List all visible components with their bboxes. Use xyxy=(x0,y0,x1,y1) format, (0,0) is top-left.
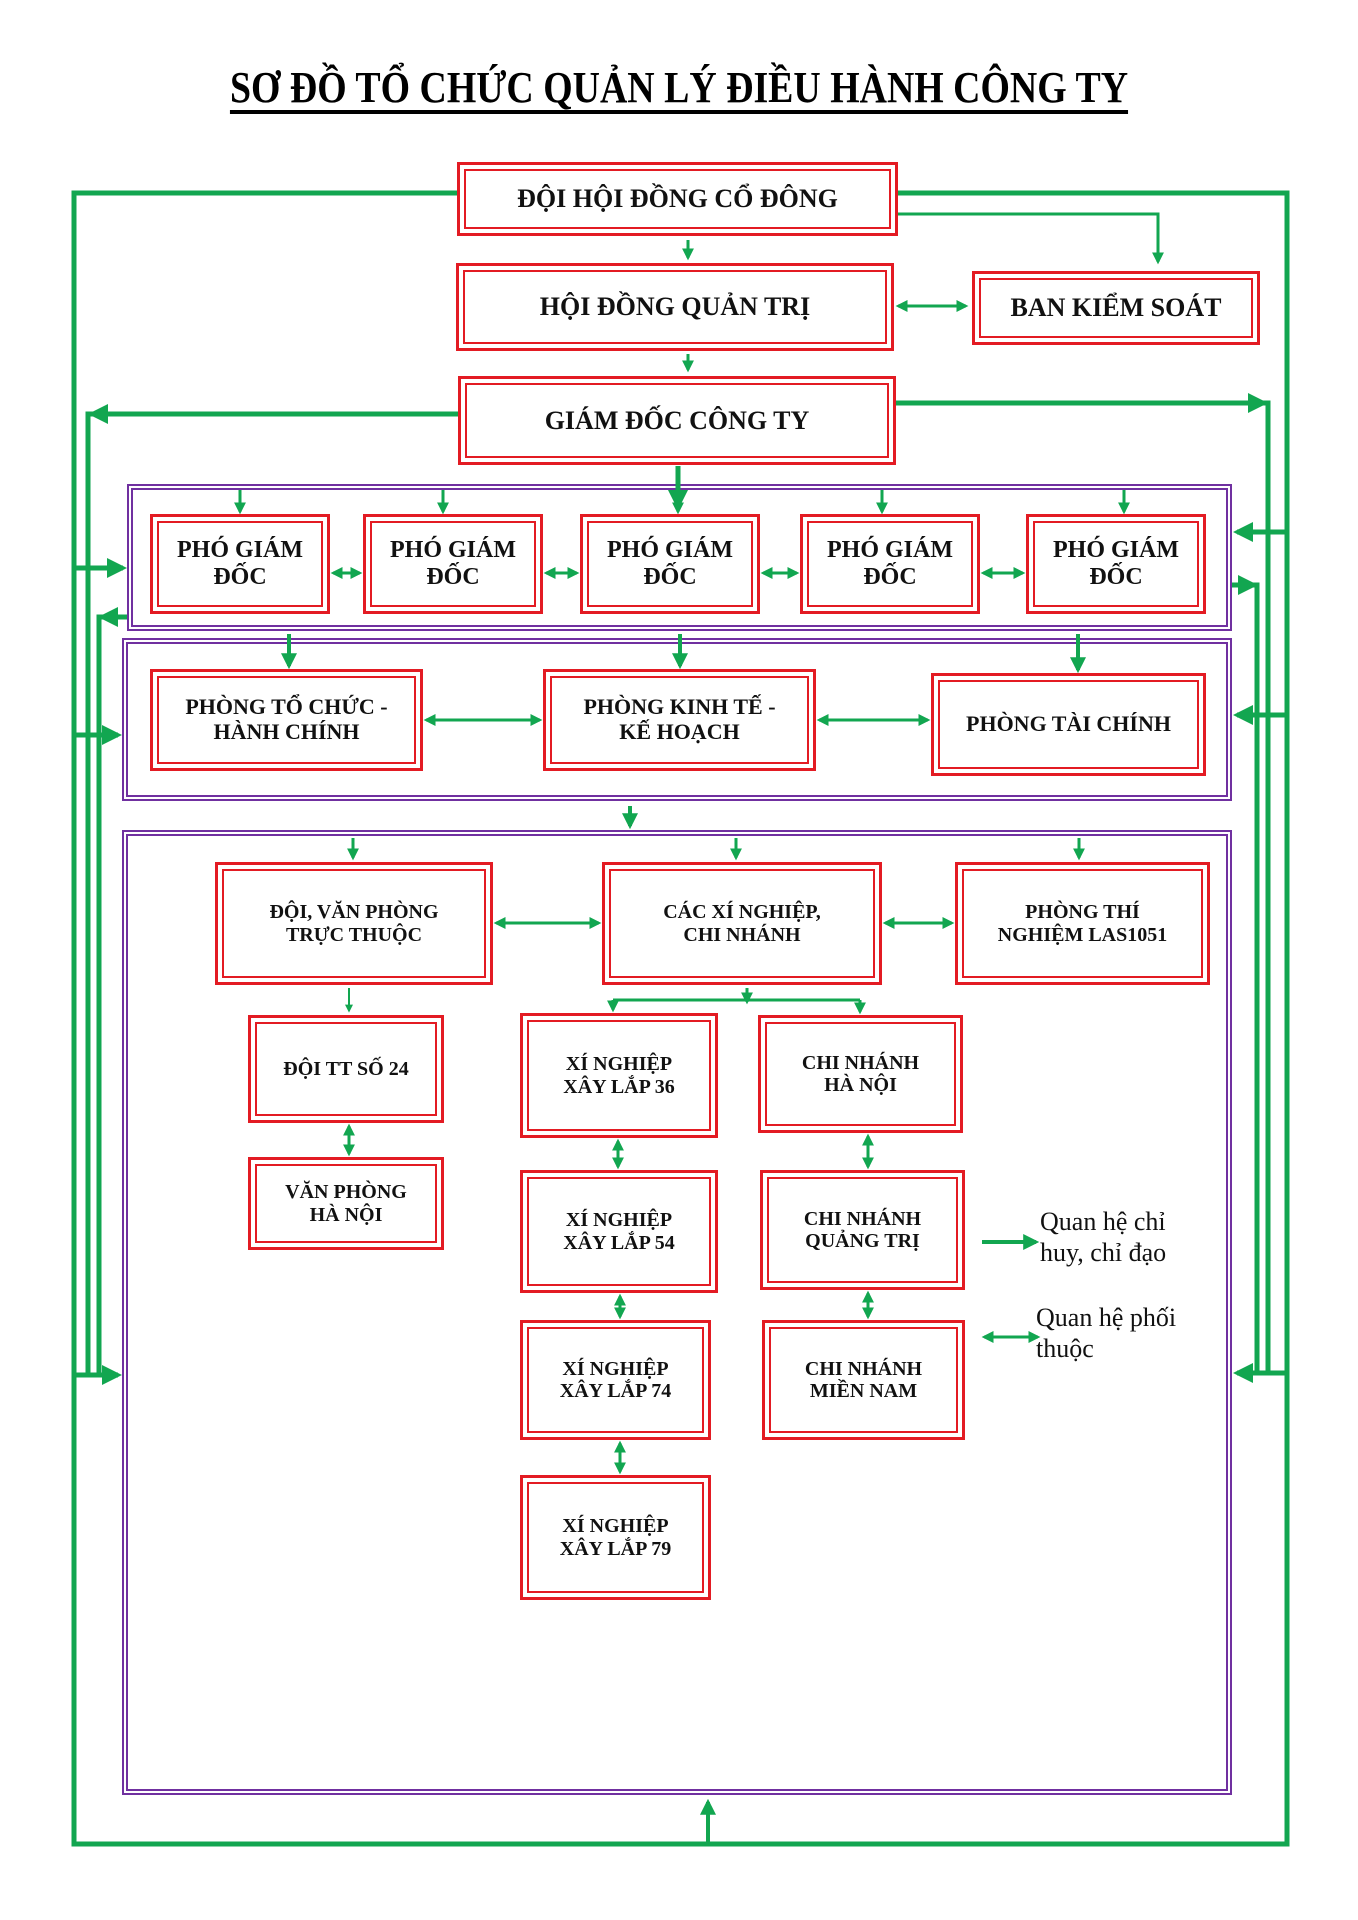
chart-title: SƠ ĐỒ TỔ CHỨC QUẢN LÝ ĐIỀU HÀNH CÔNG TY xyxy=(95,62,1263,113)
director-label: GIÁM ĐỐC CÔNG TY xyxy=(544,405,810,435)
lab-label: PHÒNG THÍ NGHIỆM LAS1051 xyxy=(997,901,1168,946)
deputy-director-box: PHÓ GIÁM ĐỐC xyxy=(150,514,330,614)
branch-box: CHI NHÁNH HÀ NỘI xyxy=(758,1015,963,1133)
dept-economics-planning-box: PHÒNG KINH TẾ - KẾ HOẠCH xyxy=(543,669,816,771)
deputy-director-box: PHÓ GIÁM ĐỐC xyxy=(580,514,760,614)
arrow-meeting-to-supervisory xyxy=(898,212,1164,265)
lab-box: PHÒNG THÍ NGHIỆM LAS1051 xyxy=(955,862,1210,985)
team-24-box: ĐỘI TT SỐ 24 xyxy=(248,1015,444,1123)
board-box: HỘI ĐỒNG QUẢN TRỊ xyxy=(456,263,894,351)
supervisory-label: BAN KIỂM SOÁT xyxy=(1010,293,1222,323)
enterprises-branches-label: CÁC XÍ NGHIỆP, CHI NHÁNH xyxy=(663,901,821,946)
deputy-director-label: PHÓ GIÁM ĐỐC xyxy=(607,537,733,590)
deputy-director-box: PHÓ GIÁM ĐỐC xyxy=(800,514,980,614)
board-label: HỘI ĐỒNG QUẢN TRỊ xyxy=(539,292,811,322)
general-meeting-box: ĐỘI HỘI ĐỒNG CỔ ĐÔNG xyxy=(457,162,898,236)
dept-finance-box: PHÒNG TÀI CHÍNH xyxy=(931,673,1206,776)
title-text: SƠ ĐỒ TỔ CHỨC QUẢN LÝ ĐIỀU HÀNH CÔNG TY xyxy=(229,63,1129,112)
deputies-right-out-line xyxy=(1232,582,1260,1373)
deputy-director-label: PHÓ GIÁM ĐỐC xyxy=(827,537,953,590)
deputy-director-box: PHÓ GIÁM ĐỐC xyxy=(363,514,543,614)
deputy-director-label: PHÓ GIÁM ĐỐC xyxy=(1053,537,1179,590)
enterprises-branches-box: CÁC XÍ NGHIỆP, CHI NHÁNH xyxy=(602,862,882,985)
direct-offices-box: ĐỘI, VĂN PHÒNG TRỰC THUỘC xyxy=(215,862,493,985)
branch-box: CHI NHÁNH MIỀN NAM xyxy=(762,1320,965,1440)
enterprise-label: XÍ NGHIỆP XÂY LẮP 79 xyxy=(559,1515,672,1560)
enterprise-label: XÍ NGHIỆP XÂY LẮP 36 xyxy=(563,1053,675,1098)
enterprise-label: XÍ NGHIỆP XÂY LẮP 54 xyxy=(563,1209,675,1254)
enterprise-box: XÍ NGHIỆP XÂY LẮP 79 xyxy=(520,1475,711,1600)
dept-label: PHÒNG TÀI CHÍNH xyxy=(966,711,1171,737)
deputy-director-label: PHÓ GIÁM ĐỐC xyxy=(390,537,516,590)
enterprise-label: XÍ NGHIỆP XÂY LẮP 74 xyxy=(559,1357,672,1402)
branch-label: CHI NHÁNH HÀ NỘI xyxy=(801,1051,920,1096)
branch-label: CHI NHÁNH MIỀN NAM xyxy=(804,1357,923,1402)
legend-coordination-label: Quan hệ phối thuộc xyxy=(1036,1303,1177,1364)
general-meeting-label: ĐỘI HỘI ĐỒNG CỔ ĐÔNG xyxy=(517,184,838,214)
legend-command-label: Quan hệ chỉ huy, chỉ đạo xyxy=(1040,1207,1167,1268)
team-24-label: ĐỘI TT SỐ 24 xyxy=(283,1057,409,1080)
enterprise-box: XÍ NGHIỆP XÂY LẮP 36 xyxy=(520,1013,718,1138)
supervisory-box: BAN KIỂM SOÁT xyxy=(972,271,1260,345)
dept-organization-admin-box: PHÒNG TỔ CHỨC - HÀNH CHÍNH xyxy=(150,669,423,771)
branch-label: CHI NHÁNH QUẢNG TRỊ xyxy=(803,1207,922,1252)
branch-box: CHI NHÁNH QUẢNG TRỊ xyxy=(760,1170,965,1290)
deputy-director-box: PHÓ GIÁM ĐỐC xyxy=(1026,514,1206,614)
dept-label: PHÒNG KINH TẾ - KẾ HOẠCH xyxy=(583,694,776,744)
hanoi-office-label: VĂN PHÒNG HÀ NỘI xyxy=(285,1181,407,1226)
director-box: GIÁM ĐỐC CÔNG TY xyxy=(458,376,896,465)
dept-label: PHÒNG TỔ CHỨC - HÀNH CHÍNH xyxy=(185,694,388,744)
direct-offices-label: ĐỘI, VĂN PHÒNG TRỰC THUỘC xyxy=(269,901,439,946)
hanoi-office-box: VĂN PHÒNG HÀ NỘI xyxy=(248,1157,444,1250)
enterprise-box: XÍ NGHIỆP XÂY LẮP 74 xyxy=(520,1320,711,1440)
deputy-director-label: PHÓ GIÁM ĐỐC xyxy=(177,537,303,590)
enterprise-box: XÍ NGHIỆP XÂY LẮP 54 xyxy=(520,1170,718,1293)
